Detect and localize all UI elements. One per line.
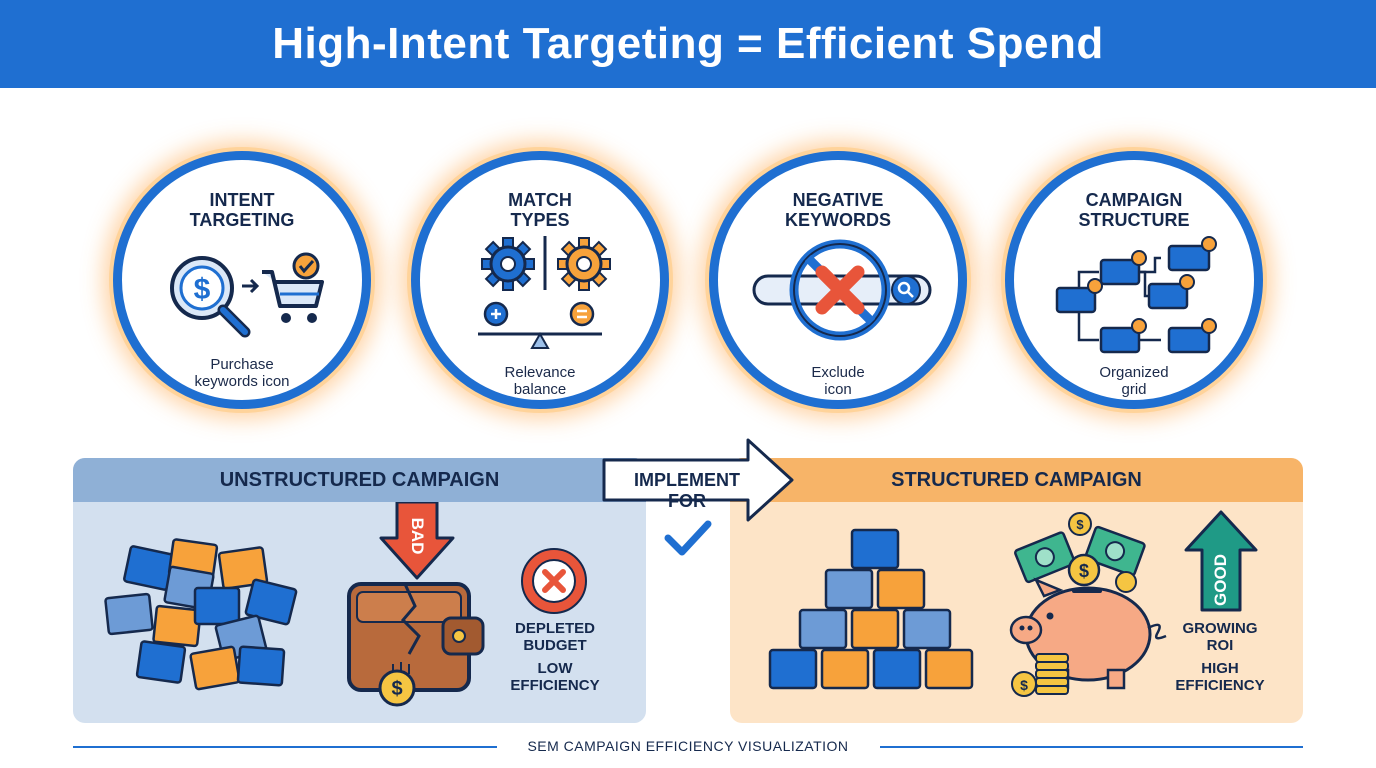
unstructured-campaign-panel: UNSTRUCTURED CAMPAIGN BAD bbox=[73, 458, 646, 723]
implement-arrow: IMPLEMENT FOR bbox=[600, 438, 795, 522]
depleted-budget-label: DEPLETED BUDGET bbox=[514, 620, 595, 654]
svg-text:$: $ bbox=[194, 273, 211, 306]
svg-text:$: $ bbox=[1076, 517, 1084, 532]
scattered-blocks-icon bbox=[104, 538, 298, 691]
structured-campaign-panel: STRUCTURED CAMPAIGN $ $ bbox=[730, 458, 1303, 723]
unstructured-panel-title: UNSTRUCTURED CAMPAIGN bbox=[73, 458, 646, 502]
footer-rule-right bbox=[880, 746, 1303, 748]
pillar-title: INTENT TARGETING bbox=[189, 190, 295, 230]
bad-label: BAD bbox=[408, 517, 427, 555]
footer-caption: SEM CAMPAIGN EFFICIENCY VISUALIZATION bbox=[0, 738, 1376, 754]
footer-caption-text: SEM CAMPAIGN EFFICIENCY VISUALIZATION bbox=[515, 738, 861, 754]
svg-text:$: $ bbox=[391, 678, 402, 700]
org-grid-icon bbox=[1055, 236, 1217, 354]
magnifier-dollar-to-cart-icon: $ bbox=[170, 252, 324, 338]
pillar-title: NEGATIVE KEYWORDS bbox=[784, 190, 891, 230]
bad-arrow-icon bbox=[379, 502, 455, 580]
pillar-intent-targeting: INTENT TARGETING $ Purchase keywords ico… bbox=[113, 151, 371, 409]
pillar-title: CAMPAIGN STRUCTURE bbox=[1078, 190, 1190, 230]
pillar-caption: Purchase keywords icon bbox=[194, 356, 290, 390]
pillar-negative-keywords: NEGATIVE KEYWORDS Exclude icon bbox=[709, 151, 967, 409]
piggy-bank-icon: $ $ $ bbox=[1009, 512, 1167, 697]
growing-roi-label: GROWING ROI bbox=[1182, 620, 1258, 654]
right-arrow-shape bbox=[602, 438, 794, 522]
pillar-match-types: MATCH TYPES bbox=[411, 151, 669, 409]
header-banner: High-Intent Targeting = Efficient Spend bbox=[0, 0, 1376, 88]
broken-wallet-icon: $ bbox=[347, 582, 485, 707]
svg-text:$: $ bbox=[1020, 677, 1028, 693]
high-efficiency-label: HIGH EFFICIENCY bbox=[1175, 660, 1265, 694]
footer-rule-left bbox=[73, 746, 497, 748]
structured-panel-title: STRUCTURED CAMPAIGN bbox=[730, 458, 1303, 502]
pillar-caption: Relevance balance bbox=[504, 364, 576, 398]
gears-balance-scale-icon bbox=[478, 236, 611, 349]
good-label: GOOD bbox=[1211, 554, 1230, 606]
low-efficiency-label: LOW EFFICIENCY bbox=[510, 660, 600, 694]
prohibited-search-icon bbox=[752, 239, 932, 341]
fail-x-icon bbox=[521, 548, 587, 614]
svg-text:$: $ bbox=[1079, 561, 1089, 581]
stacked-pyramid-icon bbox=[768, 528, 974, 690]
implement-for-label: IMPLEMENT FOR bbox=[634, 470, 740, 511]
pillar-caption: Organized grid bbox=[1099, 364, 1169, 398]
good-arrow-icon bbox=[1184, 510, 1258, 612]
checkmark-icon bbox=[664, 520, 712, 556]
page-title: High-Intent Targeting = Efficient Spend bbox=[272, 19, 1104, 68]
pillar-title: MATCH TYPES bbox=[508, 190, 572, 230]
pillar-caption: Exclude icon bbox=[811, 364, 865, 398]
pillar-campaign-structure: CAMPAIGN STRUCTURE Organized grid bbox=[1005, 151, 1263, 409]
